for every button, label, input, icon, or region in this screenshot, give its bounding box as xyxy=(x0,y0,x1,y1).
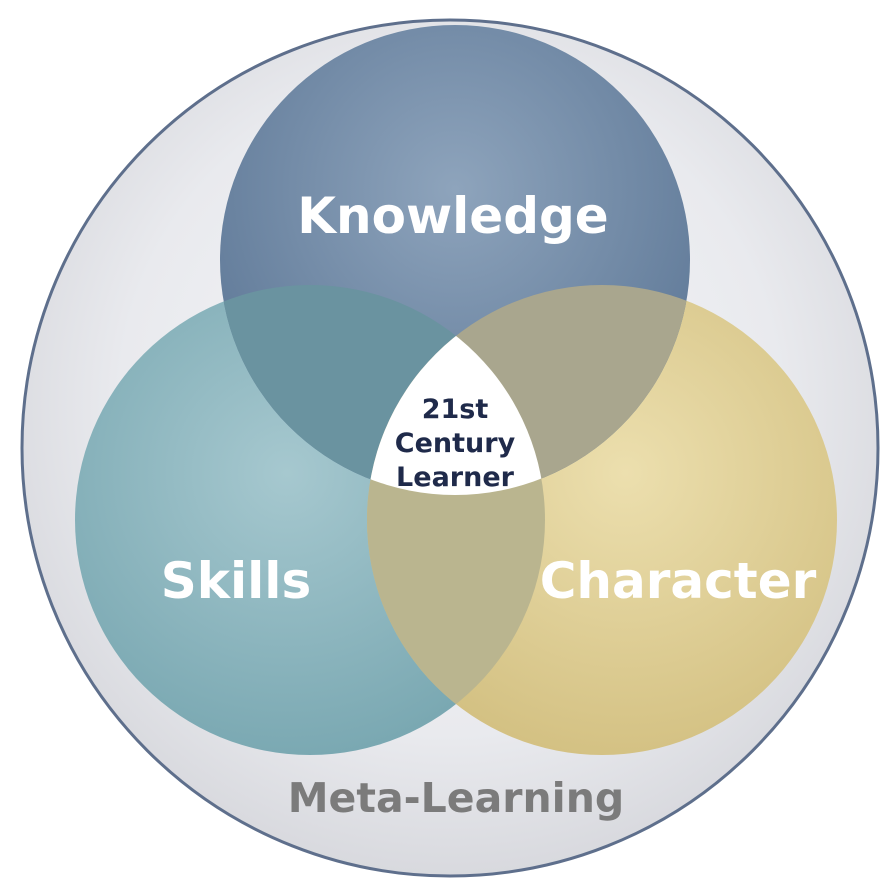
meta-learning-label: Meta-Learning xyxy=(288,774,625,822)
center-label-line-3: Learner xyxy=(396,462,515,493)
center-intersection xyxy=(367,285,545,495)
character-label: Character xyxy=(540,552,817,610)
knowledge-label: Knowledge xyxy=(297,187,608,245)
skills-label: Skills xyxy=(161,552,311,610)
center-label-line-2: Century xyxy=(395,428,516,459)
center-label-line-1: 21st xyxy=(422,394,489,425)
